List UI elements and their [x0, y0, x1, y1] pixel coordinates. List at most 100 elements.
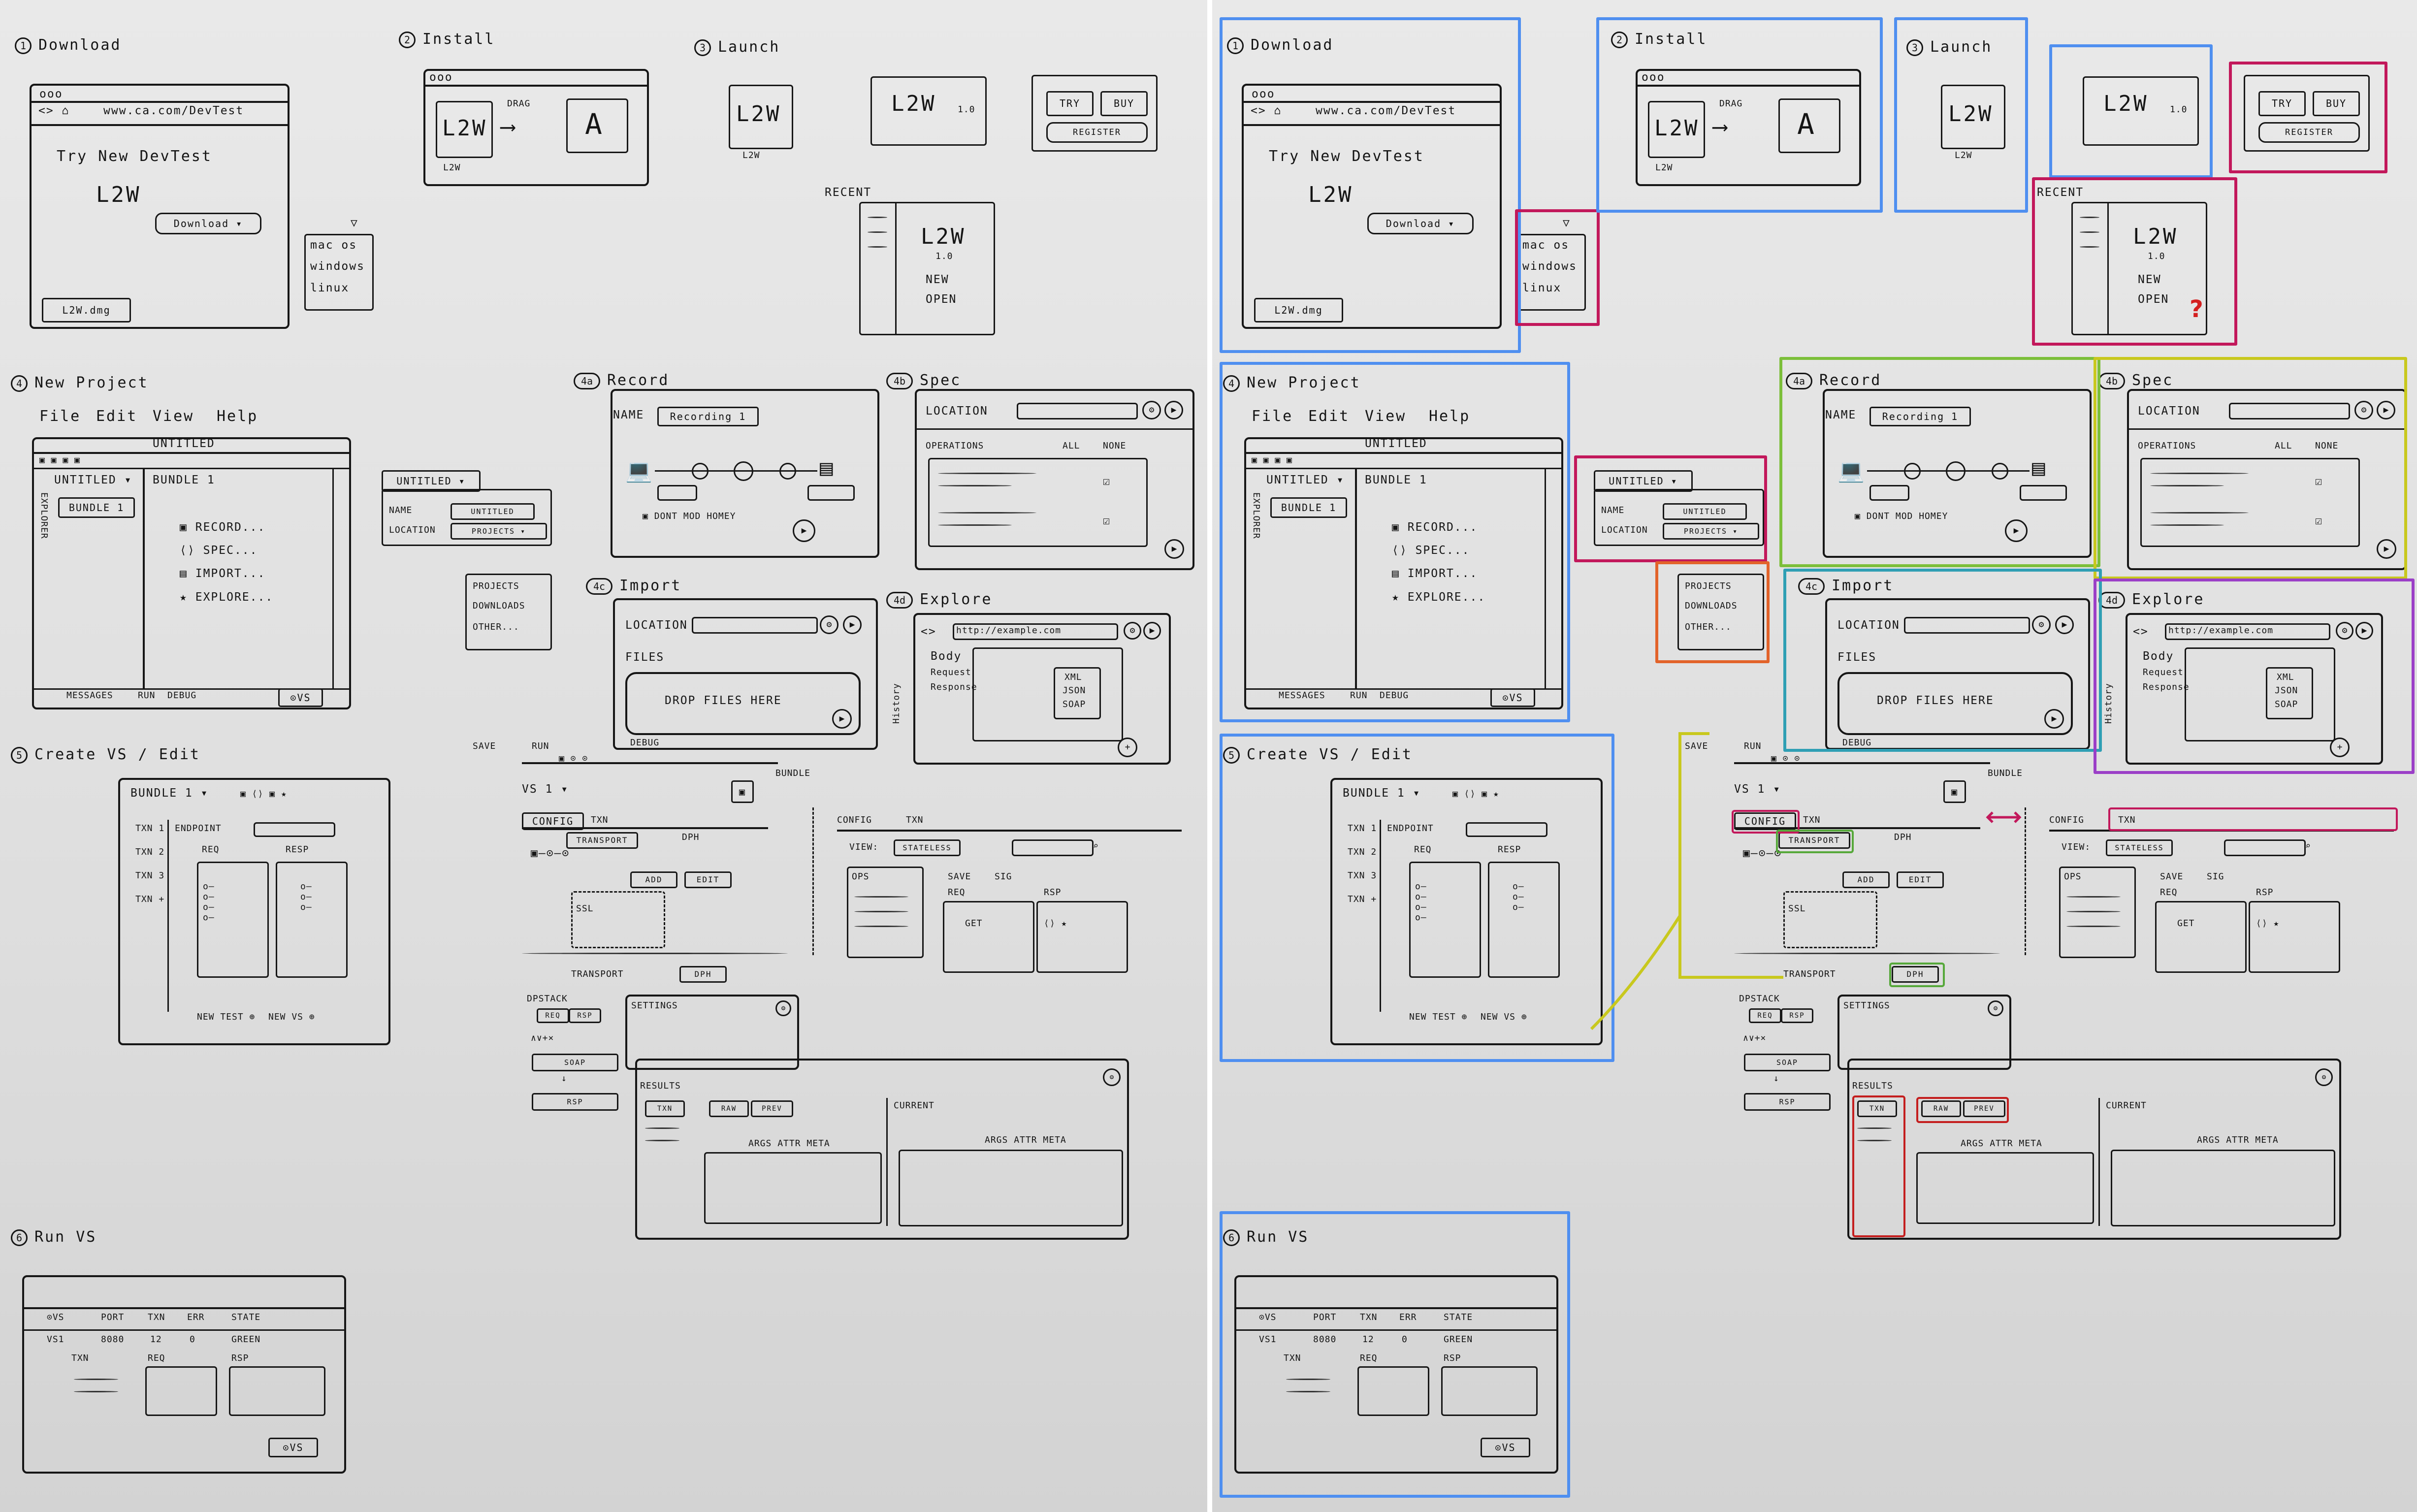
register-button[interactable]: REGISTER: [1046, 122, 1148, 143]
location-option-projects[interactable]: PROJECTS: [1685, 581, 1732, 591]
import-go-button[interactable]: ▶: [843, 615, 862, 634]
action-import[interactable]: ▤ IMPORT...: [1392, 567, 1478, 580]
import-play-button[interactable]: ▶: [832, 709, 852, 729]
dpstack-controls[interactable]: ∧∨+×: [1743, 1033, 1767, 1043]
ops-item[interactable]: [2066, 926, 2121, 927]
tree-root[interactable]: UNTITLED ▾: [1266, 474, 1345, 486]
new-test-button[interactable]: NEW TEST ⊕: [1409, 1012, 1468, 1022]
select-none[interactable]: NONE: [1103, 441, 1127, 451]
start-new[interactable]: NEW: [926, 273, 949, 286]
view-select[interactable]: STATELESS: [894, 839, 961, 856]
launch-app-icon[interactable]: [1941, 85, 2005, 149]
action-spec[interactable]: ⟨⟩ SPEC...: [1392, 544, 1470, 557]
toolbar-play-icons[interactable]: ▣ ⊙ ⊙: [1771, 753, 1801, 764]
search-field[interactable]: [2224, 839, 2306, 856]
operation-checkbox[interactable]: ☑: [2315, 475, 2323, 488]
add-button[interactable]: ADD: [1842, 871, 1890, 888]
format-soap[interactable]: SOAP: [2275, 699, 2298, 709]
save-label[interactable]: SAVE: [1685, 741, 1708, 751]
dph-button[interactable]: DPH: [679, 966, 727, 983]
import-play-button[interactable]: ▶: [2044, 709, 2064, 729]
results-txn-item[interactable]: [645, 1127, 679, 1129]
start-open[interactable]: OPEN: [926, 293, 957, 306]
run-vs-button[interactable]: ⊙VS: [268, 1438, 318, 1457]
prev-tab[interactable]: PREV: [751, 1100, 793, 1117]
action-explore[interactable]: ★ EXPLORE...: [180, 591, 274, 604]
os-option-mac[interactable]: mac os: [310, 239, 357, 252]
results-txn-item[interactable]: [645, 1140, 679, 1141]
select-all[interactable]: ALL: [1063, 441, 1080, 451]
edit-button[interactable]: EDIT: [684, 871, 732, 888]
format-json[interactable]: JSON: [1063, 685, 1086, 696]
tree-bundle-item[interactable]: BUNDLE 1: [58, 497, 135, 518]
drop-zone[interactable]: [625, 672, 861, 735]
new-vs-button[interactable]: NEW VS ⊕: [1481, 1012, 1527, 1022]
client-port-field[interactable]: [1869, 485, 1909, 501]
operation-item[interactable]: [938, 512, 1036, 514]
project-scrollbar[interactable]: [332, 468, 334, 688]
explorer-side-tab[interactable]: EXPLORER: [39, 492, 49, 539]
history-tab[interactable]: History: [891, 683, 902, 724]
dpstack-controls[interactable]: ∧∨+×: [531, 1033, 554, 1043]
debug-label[interactable]: DEBUG: [630, 738, 660, 748]
raw-tab[interactable]: RAW: [1921, 1100, 1961, 1117]
args-tabs-left[interactable]: ARGS ATTR META: [748, 1138, 830, 1149]
gear-icon[interactable]: ⚙: [2032, 615, 2051, 634]
row-vs[interactable]: VS1: [47, 1334, 64, 1345]
run-vs-button[interactable]: ⊙VS: [1481, 1438, 1530, 1457]
txn-item[interactable]: TXN 3: [1348, 870, 1377, 881]
os-option-mac[interactable]: mac os: [1522, 239, 1570, 252]
downloaded-file-chip[interactable]: L2W.dmg: [42, 298, 131, 322]
action-record[interactable]: ▣ RECORD...: [1392, 521, 1478, 534]
applications-folder[interactable]: [566, 98, 628, 153]
menu-edit[interactable]: Edit: [1308, 408, 1350, 425]
recent-item[interactable]: [868, 217, 887, 218]
operation-item[interactable]: [938, 473, 1036, 474]
service-port-field[interactable]: [807, 485, 855, 501]
toolbar-icons[interactable]: ▣ ▣ ▣ ▣: [39, 455, 80, 465]
sig-tab[interactable]: SIG: [995, 871, 1012, 882]
record-checkbox[interactable]: ▣ DONT MOD HOMEY: [1855, 511, 1948, 521]
import-location-field[interactable]: [692, 617, 818, 634]
tab-run[interactable]: RUN: [1350, 690, 1368, 701]
format-soap[interactable]: SOAP: [1063, 699, 1086, 709]
location-option-downloads[interactable]: DOWNLOADS: [1685, 601, 1738, 611]
request-label[interactable]: Request: [931, 667, 971, 677]
spec-go-button[interactable]: ▶: [1164, 401, 1183, 419]
dph-button[interactable]: DPH: [1892, 966, 1939, 983]
ops-item[interactable]: [854, 896, 908, 898]
record-name-field[interactable]: Recording 1: [1869, 407, 1971, 426]
explore-nav[interactable]: <>: [2133, 625, 2149, 638]
dpstack-rsp[interactable]: RSP: [1781, 1008, 1813, 1023]
args-tabs-right[interactable]: ARGS ATTR META: [985, 1135, 1066, 1145]
vs-button[interactable]: ⊙VS: [1490, 688, 1535, 707]
new-vs-button[interactable]: NEW VS ⊕: [268, 1012, 315, 1022]
run-label[interactable]: RUN: [532, 741, 549, 751]
results-txn-item[interactable]: [1857, 1127, 1892, 1129]
menu-file[interactable]: File: [39, 408, 81, 425]
tab-config-right[interactable]: CONFIG: [2049, 815, 2085, 825]
record-play-button[interactable]: ▶: [793, 519, 815, 542]
operation-item[interactable]: [2150, 524, 2224, 526]
operation-item[interactable]: [938, 485, 1012, 486]
operation-item[interactable]: [2150, 485, 2224, 486]
spec-location-field[interactable]: [2229, 403, 2350, 419]
register-button[interactable]: REGISTER: [2258, 122, 2360, 143]
install-app-icon[interactable]: [1648, 101, 1705, 158]
txn-item[interactable]: TXN 1: [1348, 823, 1377, 834]
operation-checkbox[interactable]: ☑: [2315, 515, 2323, 527]
tree-bundle-item[interactable]: BUNDLE 1: [1270, 497, 1347, 518]
ops-item[interactable]: [854, 926, 908, 927]
operation-checkbox[interactable]: ☑: [1103, 515, 1111, 527]
results-txn-tab[interactable]: TXN: [1857, 1100, 1897, 1117]
launch-app-icon[interactable]: [729, 85, 793, 149]
tab-txn-right[interactable]: TXN: [2118, 815, 2136, 825]
action-import[interactable]: ▤ IMPORT...: [180, 567, 266, 580]
location-field[interactable]: PROJECTS ▾: [451, 523, 547, 540]
tree-root[interactable]: UNTITLED ▾: [54, 474, 132, 486]
gear-icon[interactable]: ⚙: [1124, 622, 1141, 640]
ops-item[interactable]: [2066, 911, 2121, 912]
results-txn-item[interactable]: [1857, 1140, 1892, 1141]
soap-item[interactable]: SOAP: [1744, 1054, 1831, 1071]
request-nodes[interactable]: o—o—o—o—: [203, 881, 215, 923]
